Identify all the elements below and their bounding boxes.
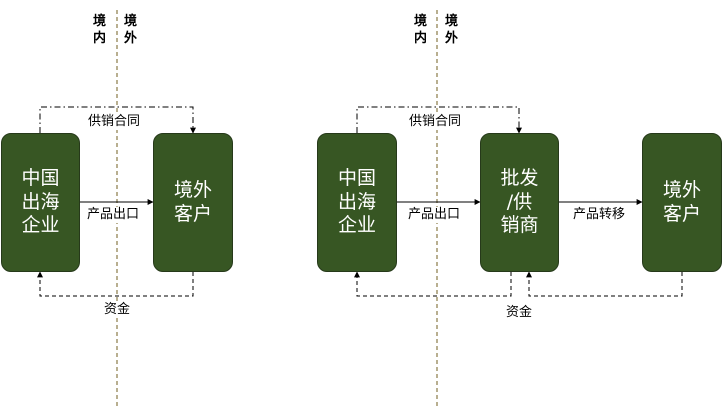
- left-customer-label: 境外 客户: [173, 178, 212, 225]
- right-transfer-label: 产品转移: [571, 207, 628, 223]
- right-product-label: 产品出口: [406, 207, 463, 223]
- right-customer-box: 境外 客户: [642, 133, 722, 272]
- right-customer-label: 境外 客户: [662, 178, 701, 225]
- right-funds-connector-2: [526, 271, 683, 297]
- right-distributor-box: 批发 /供 销商: [480, 133, 559, 272]
- left-contract-connector: [39, 106, 196, 134]
- right-contract-label: 供销合同: [407, 114, 464, 130]
- border-label-overseas-left: 境外: [124, 14, 138, 46]
- right-funds-connector-1: [354, 271, 512, 297]
- left-product-label: 产品出口: [85, 207, 142, 223]
- border-label-overseas-right: 境外: [445, 14, 459, 46]
- right-exporter-box: 中国 出海 企业: [317, 133, 397, 272]
- right-distributor-label: 批发 /供 销商: [500, 166, 539, 237]
- right-exporter-label: 中国 出海 企业: [337, 166, 376, 237]
- border-label-domestic-right: 境内: [414, 14, 428, 46]
- right-funds-label: 资金: [504, 305, 535, 321]
- left-exporter-box: 中国 出海 企业: [1, 133, 80, 272]
- left-contract-label: 供销合同: [86, 114, 143, 130]
- left-exporter-label: 中国 出海 企业: [21, 166, 60, 237]
- left-funds-label: 资金: [102, 302, 133, 318]
- left-customer-box: 境外 客户: [153, 133, 233, 272]
- border-label-domestic-left: 境内: [93, 14, 107, 46]
- left-funds-connector: [37, 271, 194, 297]
